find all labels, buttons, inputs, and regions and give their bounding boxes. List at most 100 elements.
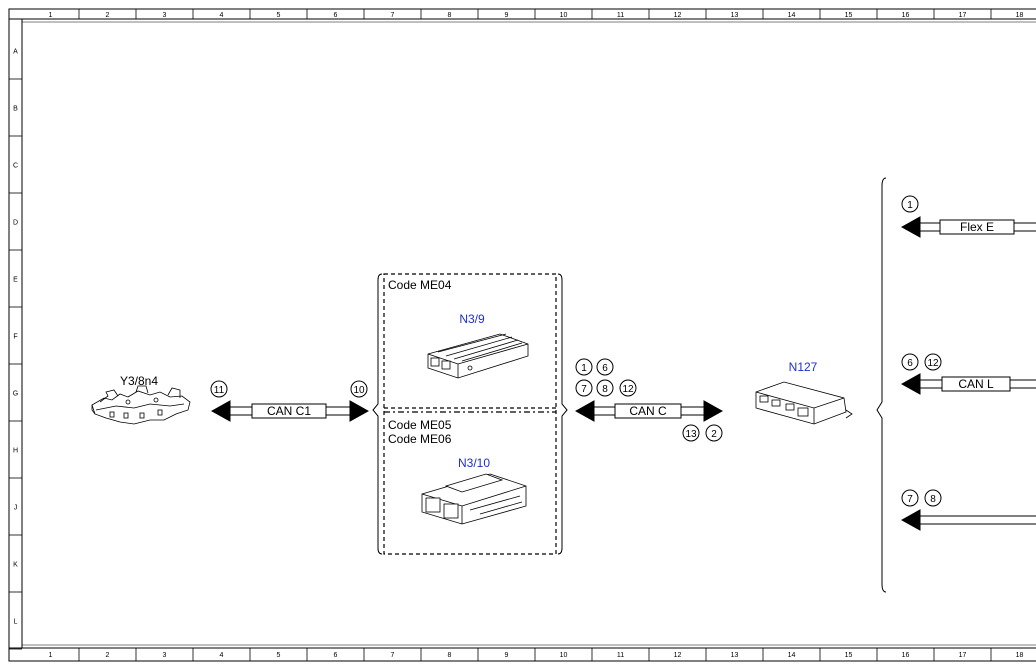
svg-text:12: 12 [622,384,634,395]
ref-circle: 11 [210,380,228,398]
ref-circle: 12 [924,353,942,371]
control-unit-icon [755,381,853,425]
column-number: 2 [106,12,110,19]
column-number: 16 [902,652,910,659]
row-letter: E [13,277,18,284]
ref-circle: 10 [350,380,368,398]
row-letter: A [13,49,18,56]
component-label-y3-8n4: Y3/8n4 [120,374,158,388]
arrow-left-icon [900,509,921,531]
ref-circle: 7 [575,379,593,397]
column-number: 1 [49,12,53,19]
column-number: 5 [277,12,281,19]
column-number: 15 [845,652,853,659]
arrow-left-icon [900,216,921,238]
row-letter: L [14,619,18,626]
bus-label-box [251,403,327,419]
ecu-icon [421,473,527,525]
arrow-left-icon [210,400,231,422]
arrow-right-icon [349,400,370,422]
bus-unlabeled: 7 8 [900,489,1036,531]
column-number: 10 [560,652,568,659]
svg-text:6: 6 [602,363,608,374]
column-number: 6 [334,12,338,19]
svg-text:8: 8 [602,384,608,395]
component-label-n3-9: N3/9 [459,312,485,326]
column-number: 8 [448,652,452,659]
column-number: 14 [788,652,796,659]
arrow-right-icon [703,400,724,422]
column-number: 3 [163,12,167,19]
ref-circle: 1 [901,195,919,213]
svg-text:6: 6 [907,358,913,369]
column-number: 4 [220,652,224,659]
column-number: 2 [106,652,110,659]
valve-body-icon [91,385,191,425]
bus-can-c: CAN C 1 6 7 8 12 13 2 [574,358,724,442]
ref-circle: 2 [705,424,723,442]
ref-circle: 8 [596,379,614,397]
component-label-n3-10: N3/10 [458,456,490,470]
column-number: 8 [448,12,452,19]
ref-circle: 8 [924,489,942,507]
column-number: 4 [220,12,224,19]
column-number: 6 [334,652,338,659]
svg-text:8: 8 [930,494,936,505]
component-n127: N127 [755,360,853,425]
svg-text:1: 1 [581,363,587,374]
component-y3-8n4: Y3/8n4 [91,374,191,425]
svg-text:1: 1 [907,200,913,211]
ref-circle: 7 [901,489,919,507]
bus-flex-e: Flex E 1 [900,195,1036,238]
column-number: 9 [505,12,509,19]
row-letter: D [13,220,18,227]
svg-text:7: 7 [907,494,913,505]
arrow-left-icon [574,400,595,422]
column-number: 11 [617,12,624,19]
column-number: 12 [674,652,682,659]
code-label: Code ME05 [388,418,452,432]
column-number: 11 [617,652,624,659]
column-number: 13 [731,12,739,19]
row-letter: G [13,391,18,398]
ref-circle: 6 [596,358,614,376]
svg-text:2: 2 [711,429,717,440]
column-number: 14 [788,12,796,19]
row-letter: F [13,334,17,341]
column-number: 15 [845,12,853,19]
svg-text:12: 12 [927,358,939,369]
arrow-left-icon [900,373,921,395]
bracket [876,177,887,593]
column-number: 17 [959,12,967,19]
svg-text:10: 10 [353,385,365,396]
column-number: 13 [731,652,739,659]
column-number: 7 [391,12,395,19]
column-number: 10 [560,12,568,19]
column-number: 5 [277,652,281,659]
drawing-frame [8,8,1036,662]
ref-circle: 1 [575,358,593,376]
bus-label-can-c1: CAN C1 [267,404,311,418]
row-letter: J [14,505,18,512]
column-number: 9 [505,652,509,659]
bus-label-box [614,403,682,419]
ref-circle: 13 [682,424,700,442]
svg-text:11: 11 [214,385,225,396]
column-number: 7 [391,652,395,659]
component-label-n127: N127 [789,360,818,374]
bus-label-box [941,376,1011,392]
bus-label-can-l: CAN L [958,377,994,391]
column-number: 3 [163,652,167,659]
row-letter: K [13,562,18,569]
column-number: 16 [902,12,910,19]
code-box: Code ME04 Code ME05 Code ME06 N3/9 N3/10 [372,273,568,555]
bus-label-box [939,219,1015,235]
column-number: 12 [674,12,682,19]
ref-circle: 12 [619,379,637,397]
row-letter: C [13,163,18,170]
svg-text:13: 13 [685,429,697,440]
